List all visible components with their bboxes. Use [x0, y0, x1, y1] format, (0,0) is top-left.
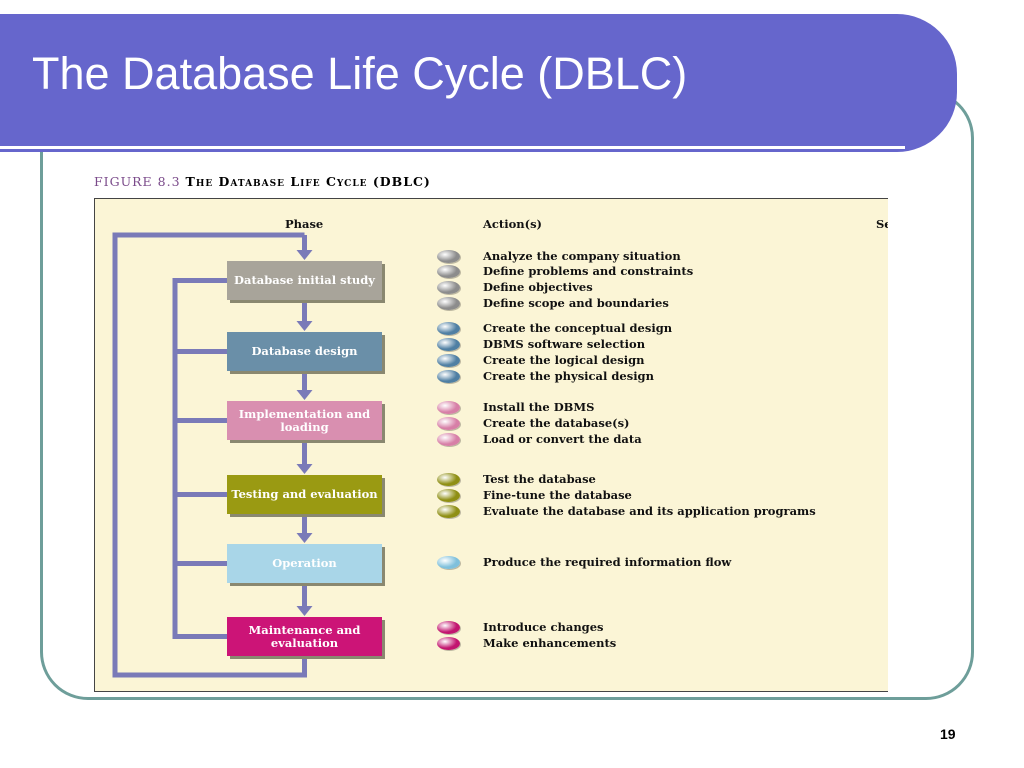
action-label: Make enhancements: [483, 636, 617, 650]
title-bar: [0, 14, 957, 152]
action-label: Analyze the company situation: [483, 249, 681, 263]
phase-box: Testing and evaluation: [227, 475, 382, 514]
flow-arrow-head: [296, 606, 313, 616]
action-bullet-icon: [437, 621, 460, 634]
cut-off-header: Se: [876, 217, 888, 231]
figure-caption: FIGURE 8.3 The Database Life Cycle (DBLC…: [94, 174, 431, 189]
action-bullet-icon: [437, 505, 460, 518]
figure-number: FIGURE 8.3: [94, 174, 181, 189]
flow-connectors: [112, 232, 313, 678]
action-label: Create the physical design: [483, 369, 654, 383]
dblc-figure: Phase Action(s) Se Database initial stud…: [94, 198, 888, 692]
action-bullet-icon: [437, 556, 460, 569]
flow-arrow-head: [296, 390, 313, 400]
phase-box: Implementation and loading: [227, 401, 382, 440]
slide-title: The Database Life Cycle (DBLC): [32, 48, 688, 99]
phase-header: Phase: [285, 217, 324, 231]
phase-box: Operation: [227, 544, 382, 583]
action-label: Install the DBMS: [483, 400, 595, 414]
action-bullet-icon: [437, 401, 460, 414]
flow-arrow-head: [296, 250, 313, 260]
action-bullet-icon: [437, 265, 460, 278]
figure-title: The Database Life Cycle (DBLC): [185, 174, 431, 189]
action-label: Define scope and boundaries: [483, 296, 669, 310]
flow-arrow-head: [296, 321, 313, 331]
action-label: Load or convert the data: [483, 432, 642, 446]
action-bullet-icon: [437, 250, 460, 263]
action-label: Define problems and constraints: [483, 264, 694, 278]
phase-box: Maintenance and evaluation: [227, 617, 382, 656]
action-bullet-icon: [437, 281, 460, 294]
action-bullet-icon: [437, 370, 460, 383]
action-label: Create the database(s): [483, 416, 630, 430]
action-bullet-icon: [437, 417, 460, 430]
outer-feedback-loop-line: [112, 232, 307, 678]
phase-box: Database design: [227, 332, 382, 371]
flow-arrow-head: [296, 464, 313, 474]
action-label: Introduce changes: [483, 620, 604, 634]
page-number: 19: [940, 726, 956, 742]
action-bullet-icon: [437, 637, 460, 650]
action-bullet-icon: [437, 489, 460, 502]
inner-feedback-loop-line: [172, 278, 227, 639]
title-underline: [0, 146, 905, 149]
actions-header: Action(s): [483, 217, 542, 231]
action-bullet-icon: [437, 473, 460, 486]
action-label: Produce the required information flow: [483, 555, 732, 569]
action-bullet-icon: [437, 354, 460, 367]
action-bullet-icon: [437, 338, 460, 351]
action-label: Create the conceptual design: [483, 321, 673, 335]
phase-box: Database initial study: [227, 261, 382, 300]
action-bullet-icon: [437, 322, 460, 335]
flow-arrow-head: [296, 533, 313, 543]
action-label: Define objectives: [483, 280, 593, 294]
action-label: Create the logical design: [483, 353, 645, 367]
action-label: Fine-tune the database: [483, 488, 632, 502]
action-bullet-icon: [437, 433, 460, 446]
action-bullet-icon: [437, 297, 460, 310]
action-label: Test the database: [483, 472, 596, 486]
action-label: Evaluate the database and its applicatio…: [483, 504, 816, 518]
action-label: DBMS software selection: [483, 337, 646, 351]
